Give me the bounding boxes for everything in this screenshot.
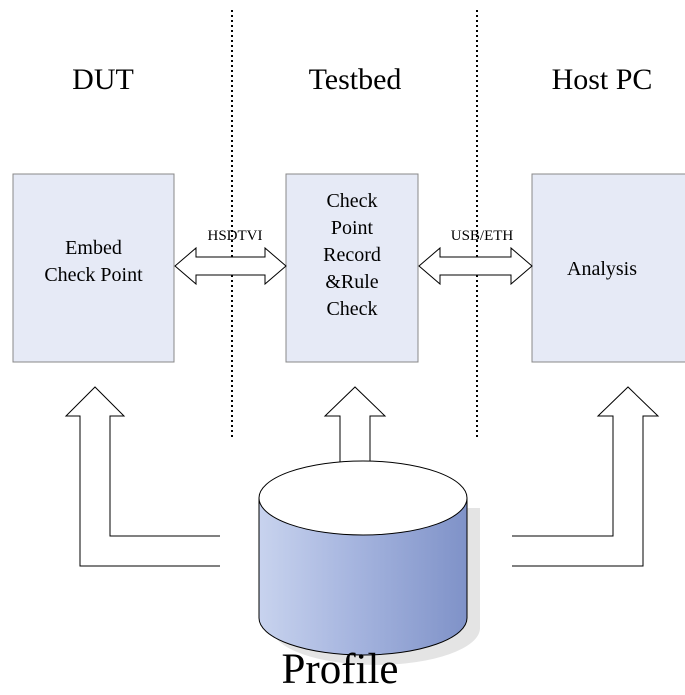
usb-eth-label: USB/ETH [450,228,514,244]
hsdtvi-double-arrow [174,246,287,286]
host-box-label: Analysis [567,258,637,280]
testbed-box-label: Check Point Record &Rule Check [323,190,381,320]
host-box [531,173,685,363]
column-title-testbed: Testbed [308,63,402,96]
database-cylinder [258,497,468,656]
dut-box [12,173,175,363]
usb-eth-double-arrow [418,246,533,286]
profile-to-dut-arrow [64,386,220,567]
testbed-box [285,173,419,363]
database-top [258,460,468,536]
column-title-dut: DUT [72,63,134,96]
dut-box-label: Embed Check Point [44,237,143,286]
profile-to-testbed-arrow [323,386,387,464]
profile-label: Profile [281,646,399,693]
column-title-host: Host PC [551,63,653,96]
hsdtvi-label: HSDTVI [207,228,263,244]
profile-to-host-arrow [512,386,660,567]
